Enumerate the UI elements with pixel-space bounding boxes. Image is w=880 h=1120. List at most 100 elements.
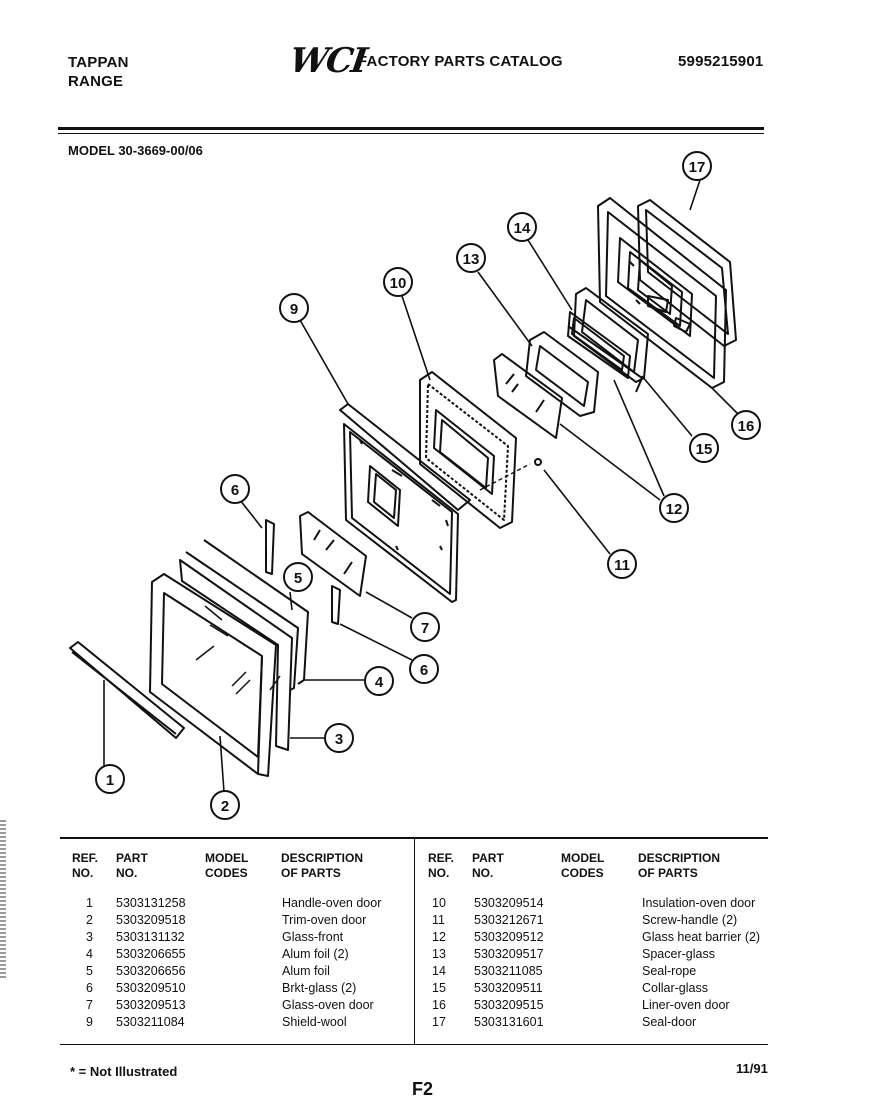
part-seal-door (637, 199, 737, 347)
part-trim-frame (149, 573, 277, 777)
description-cell: Brkt-glass (2) (282, 981, 357, 995)
ref-cell: 4 (86, 947, 93, 961)
part-number-cell: 5303131132 (116, 930, 185, 944)
callout-circle (507, 212, 537, 242)
callout-6b: 6 (420, 662, 428, 679)
callout-circle (607, 549, 637, 579)
callout-circle (324, 723, 354, 753)
part-bracket-glass-a (265, 519, 275, 575)
callout-2: 2 (221, 798, 229, 815)
callout-12: 12 (666, 501, 683, 518)
part-screw (479, 458, 542, 491)
callout-1: 1 (106, 772, 114, 789)
part-number-cell: 5303206656 (116, 964, 186, 978)
part-number-cell: 5303209514 (474, 896, 544, 910)
callout-15: 15 (696, 441, 713, 458)
ref-cell: 5 (86, 964, 93, 978)
callout-5: 5 (294, 570, 302, 587)
part-number-cell: 5303209518 (116, 913, 186, 927)
part-bracket-glass-b (331, 585, 341, 625)
table-top-rule (60, 837, 768, 839)
callout-13: 13 (463, 251, 480, 268)
description-cell: Shield-wool (282, 1015, 347, 1029)
header-desc-right: DESCRIPTION OF PARTS (638, 851, 721, 880)
part-number-cell: 5303209515 (474, 998, 544, 1012)
brand-line-2: RANGE (68, 73, 124, 90)
callout-4: 4 (375, 674, 384, 691)
ref-cell: 10 (432, 896, 446, 910)
part-number-cell: 5303131258 (116, 896, 186, 910)
callout-circle (383, 267, 413, 297)
part-foils (185, 539, 309, 691)
description-cell: Insulation-oven door (642, 896, 756, 910)
description-cell: Glass-oven door (282, 998, 374, 1012)
callout-circle (410, 612, 440, 642)
callout-16: 16 (738, 418, 755, 435)
part-glass-heat-barrier (493, 325, 643, 439)
description-cell: Screw-handle (2) (642, 913, 738, 927)
description-cell: Handle-oven door (282, 896, 382, 910)
callout-7: 7 (421, 620, 429, 637)
ref-cell: 9 (86, 1015, 93, 1029)
part-number-cell: 5303209517 (474, 947, 544, 961)
header-model-right: MODEL CODES (561, 851, 605, 880)
header-desc-left: DESCRIPTION OF PARTS (281, 851, 364, 880)
table-row: 15 5303209511 Collar-glass (416, 980, 768, 997)
part-number-cell: 5303209511 (474, 981, 543, 995)
part-number-cell: 5303211084 (116, 1015, 185, 1029)
header-part-right: PART NO. (472, 851, 504, 880)
callout-circle (456, 243, 486, 273)
callout-circle (731, 410, 761, 440)
ref-cell: 11 (432, 913, 445, 927)
part-number-cell: 5303209513 (116, 998, 186, 1012)
description-cell: Seal-rope (642, 964, 697, 978)
header-rule (58, 127, 764, 130)
catalog-title: FACTORY PARTS CATALOG (358, 53, 563, 70)
callout-circle (220, 474, 250, 504)
table-bottom-rule (60, 1044, 768, 1045)
header-model-left: MODEL CODES (205, 851, 249, 880)
callout-9: 9 (290, 301, 298, 318)
part-number-cell: 5303211085 (474, 964, 543, 978)
part-spacer-glass (525, 331, 599, 417)
callout-6a: 6 (231, 482, 239, 499)
callout-3: 3 (335, 731, 343, 748)
description-cell: Alum foil (2) (282, 947, 349, 961)
part-glass-oven-door (299, 511, 367, 597)
description-cell: Collar-glass (642, 981, 708, 995)
part-seal-rope (567, 311, 631, 379)
description-cell: Alum foil (282, 964, 330, 978)
part-shield-wool (339, 403, 471, 603)
description-cell: Liner-oven door (642, 998, 730, 1012)
model-number: MODEL 30-3669-00/06 (68, 143, 203, 158)
ref-cell: 17 (432, 1015, 446, 1029)
ref-cell: 16 (432, 998, 446, 1012)
callout-17: 17 (689, 159, 706, 176)
header-rule-thin (58, 133, 764, 134)
ref-cell: 15 (432, 981, 446, 995)
table-divider (414, 839, 415, 1044)
callout-circle (682, 151, 712, 181)
callout-11: 11 (614, 557, 630, 574)
part-number-cell: 5303209510 (116, 981, 186, 995)
callout-circle (689, 433, 719, 463)
header-ref-right: REF. NO. (428, 851, 455, 880)
callout-circle (364, 666, 394, 696)
callout-circle (279, 293, 309, 323)
table-row: 10 5303209514 Insulation-oven door (416, 895, 768, 912)
header-ref-left: REF. NO. (72, 851, 99, 880)
description-cell: Glass-front (282, 930, 344, 944)
ref-cell: 6 (86, 981, 93, 995)
header-part-left: PART NO. (116, 851, 148, 880)
table-row: 16 5303209515 Liner-oven door (416, 997, 768, 1014)
part-handle (69, 641, 185, 739)
description-cell: Seal-door (642, 1015, 697, 1029)
ref-cell: 3 (86, 930, 93, 944)
callout-circle (283, 562, 313, 592)
ref-cell: 13 (432, 947, 446, 961)
